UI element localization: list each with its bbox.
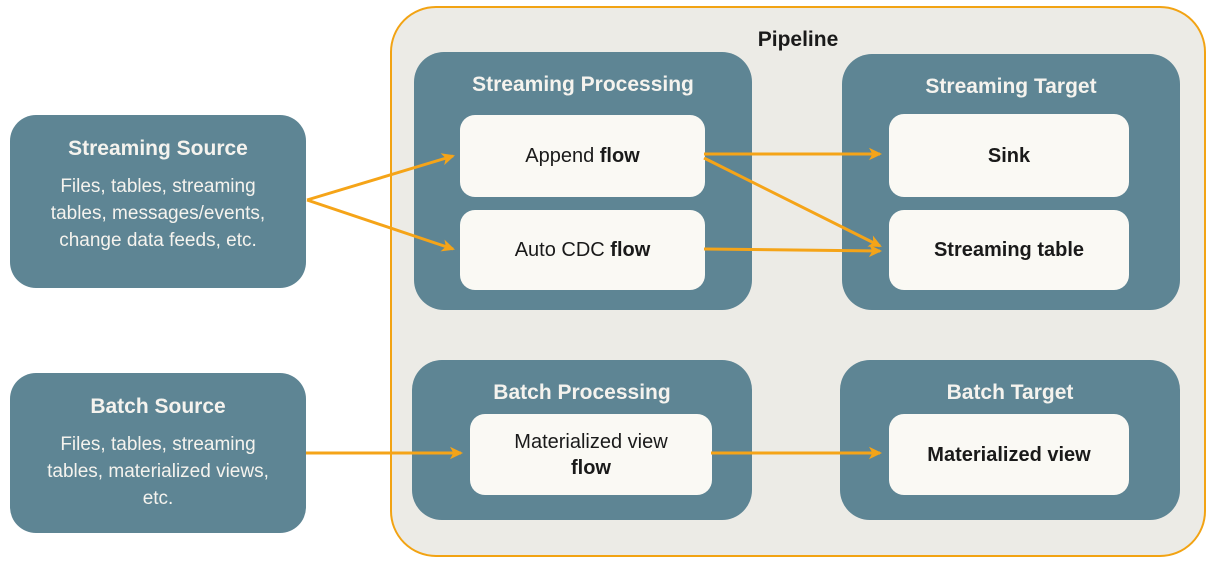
materialized-view-card: Materialized view [889, 414, 1129, 495]
batch-source-box: Batch Source Files, tables, streaming ta… [10, 373, 306, 533]
streaming-target-stage: Streaming Target Sink Streaming table [842, 54, 1180, 310]
append-flow-card: Append flow [460, 115, 705, 197]
streaming-processing-title: Streaming Processing [472, 73, 694, 96]
materialized-view-label: Materialized view [927, 442, 1090, 468]
batch-processing-title: Batch Processing [493, 381, 671, 404]
card-text-bold: flow [599, 145, 640, 167]
sink-card: Sink [889, 114, 1129, 197]
card-text-bold: Sink [987, 144, 1031, 167]
batch-target-stage: Batch Target Materialized view [840, 360, 1180, 520]
card-text: Auto CDC [514, 239, 611, 261]
streaming-source-title: Streaming Source [68, 137, 248, 160]
batch-processing-stage: Batch Processing Materialized view flow [412, 360, 752, 520]
card-text-bold: flow [610, 239, 651, 261]
batch-source-title: Batch Source [90, 395, 226, 418]
append-flow-label: Append flow [525, 143, 640, 169]
materialized-view-flow-card: Materialized view flow [470, 414, 712, 495]
card-text-bold: Materialized view [927, 443, 1091, 466]
streaming-table-card: Streaming table [889, 210, 1129, 290]
card-text-bold: Streaming table [933, 239, 1085, 261]
streaming-processing-stage: Streaming Processing Append flow Auto CD… [414, 52, 752, 310]
streaming-table-label: Streaming table [934, 237, 1084, 263]
card-text-bold: flow [570, 456, 611, 479]
sink-label: Sink [988, 143, 1030, 169]
auto-cdc-flow-card: Auto CDC flow [460, 210, 705, 290]
streaming-source-box: Streaming Source Files, tables, streamin… [10, 115, 306, 288]
streaming-source-body: Files, tables, streaming tables, message… [50, 176, 266, 251]
materialized-view-flow-label: Materialized view flow [514, 429, 667, 481]
batch-source-body: Files, tables, streaming tables, materia… [47, 434, 269, 509]
auto-cdc-flow-label: Auto CDC flow [515, 237, 651, 263]
pipeline-label: Pipeline [757, 28, 839, 51]
batch-target-title: Batch Target [946, 381, 1074, 404]
card-text: Append [525, 145, 600, 167]
streaming-target-title: Streaming Target [925, 75, 1097, 98]
pipeline-container: Pipeline Streaming Processing Append flo… [390, 6, 1206, 557]
card-text: Materialized view [514, 430, 668, 453]
